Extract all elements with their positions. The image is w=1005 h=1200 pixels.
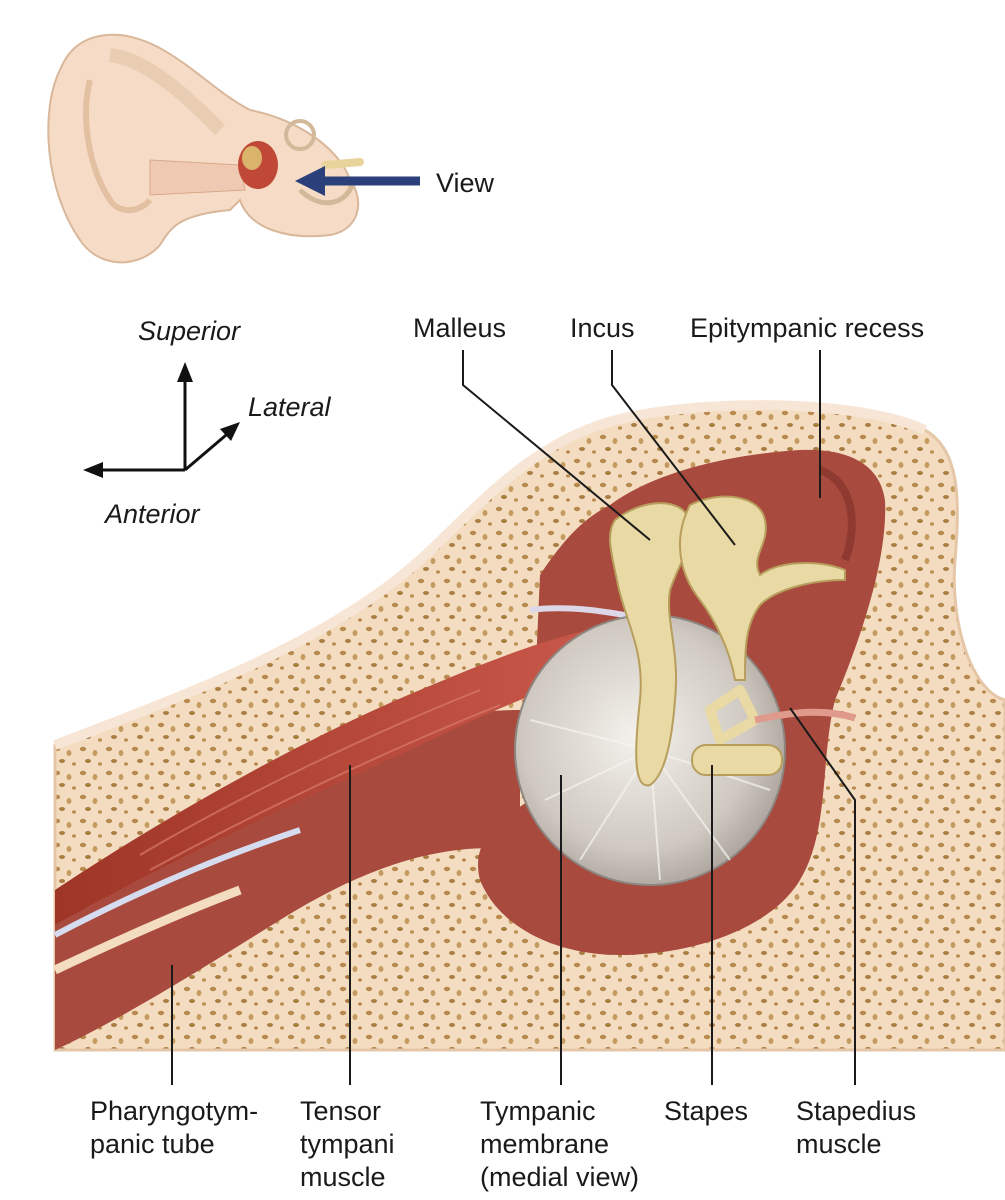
epitympanic-recess-label: Epitympanic recess [690, 313, 924, 343]
stapes-line-1: Stapes [664, 1096, 748, 1126]
stapedius-line-1: Stapedius [796, 1096, 916, 1126]
stapedius-leader [789, 707, 856, 1085]
tympanic-membrane-line-2: membrane [480, 1129, 609, 1159]
malleus-label: Malleus [413, 313, 506, 343]
anterior-label: Anterior [103, 499, 201, 529]
stapedius-label: Stapedius muscle [796, 1096, 924, 1159]
ear-inset-illustration [47, 33, 364, 264]
tensor-tympani-line-1: Tensor [300, 1096, 381, 1126]
malleus-leader [462, 350, 651, 541]
tympanic-membrane-label: Tympanic membrane (medial view) [480, 1096, 639, 1192]
incus-leader [611, 350, 736, 546]
pharyngotympanic-tube-label: Pharyngotym- panic tube [90, 1096, 266, 1159]
tympanic-membrane-line-3: (medial view) [480, 1162, 639, 1192]
tensor-tympani-line-2: tympani [300, 1129, 395, 1159]
stapedius-line-2: muscle [796, 1129, 882, 1159]
tensor-tympani-line-3: muscle [300, 1162, 386, 1192]
incus-label: Incus [570, 313, 635, 343]
lateral-label: Lateral [248, 392, 332, 422]
orientation-compass [83, 362, 240, 478]
tympanic-membrane-line-1: Tympanic [480, 1096, 596, 1126]
stapes-label: Stapes [664, 1096, 748, 1126]
pharyngotympanic-tube-line-1: Pharyngotym- [90, 1096, 258, 1126]
superior-label: Superior [138, 316, 241, 346]
ossicles [609, 495, 857, 787]
tensor-tympani-label: Tensor tympani muscle [300, 1096, 402, 1192]
view-label: View [436, 168, 495, 198]
pharyngotympanic-tube-line-2: panic tube [90, 1129, 215, 1159]
view-arrow [295, 166, 420, 196]
